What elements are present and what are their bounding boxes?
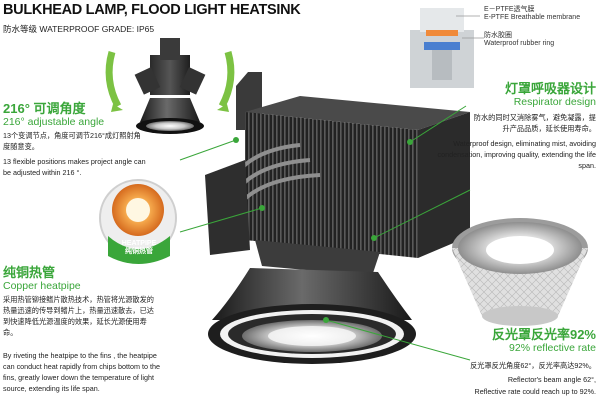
rotate-arrow-right-icon: [218, 51, 235, 108]
main-lamp-icon: [205, 72, 470, 364]
membrane-tag-cn: E－PTFE透气膜: [484, 6, 535, 13]
heatpipe-heading-cn: 纯铜热管: [3, 265, 56, 280]
angle-heading-cn: 216° 可调角度: [3, 101, 86, 116]
heatpipe-illustration-icon: [99, 179, 177, 264]
heatpipe-heading-en: Copper heatpipe: [3, 280, 81, 292]
respirator-heading-en: Respirator design: [513, 96, 596, 108]
angle-heading-en: 216° adjustable angle: [3, 116, 105, 128]
heatpipe-desc-cn: 采用热管铆接鳍片散热技术，热管将光源散发的热量迅速的传导到鳍片上，热量迅速散去，…: [3, 295, 154, 337]
heatpipe-desc-en: By riveting the heatpipe to the fins , t…: [3, 351, 161, 393]
respirator-desc-en: Waterproof design, eliminating mist, avo…: [437, 139, 597, 170]
heatpipe-badge: HEATPIPE 纯铜热管: [112, 240, 166, 256]
rubber-ring-tag-en: Waterproof rubber ring: [484, 40, 555, 47]
leader-lines: [179, 105, 471, 361]
rotate-arrow-left-icon: [105, 51, 122, 108]
ip-grade-subtitle: 防水等级 WATERPROOF GRADE: IP65: [3, 24, 155, 34]
respirator-desc-cn: 防水的同时又消除雾气，避免凝露，提升产品品质，延长使用寿命。: [473, 113, 596, 133]
respirator-cross-section-icon: [410, 8, 484, 88]
angle-desc-cn: 13个变调节点，角度可调节216°成灯照射角度随意变。: [3, 131, 141, 151]
angle-desc-en: 13 flexible positions makes project angl…: [3, 157, 146, 177]
respirator-heading-cn: 灯罩呼吸器设计: [504, 81, 596, 96]
reflector-heading-cn: 反光罩反光率92%: [491, 327, 596, 342]
heatpipe-badge-en: HEATPIPE: [121, 240, 157, 247]
heatpipe-badge-cn: 纯铜热管: [125, 248, 153, 255]
reflector-cone-icon: [452, 218, 588, 326]
page-title: BULKHEAD LAMP, FLOOD LIGHT HEATSINK: [3, 2, 301, 18]
small-lamp-icon: [134, 38, 206, 134]
reflector-desc-cn: 反光罩反光角度62°，反光率高达92%。: [470, 361, 596, 370]
reflector-desc-en2: Reflective rate could reach up to 92%.: [474, 387, 596, 396]
rubber-ring-tag-cn: 防水胶圈: [484, 32, 512, 39]
reflector-desc-en1: Reflector's beam angle 62°,: [507, 375, 596, 384]
membrane-tag-en: E-PTFE Breathable membrane: [484, 14, 581, 21]
reflector-heading-en: 92% reflective rate: [509, 342, 596, 354]
